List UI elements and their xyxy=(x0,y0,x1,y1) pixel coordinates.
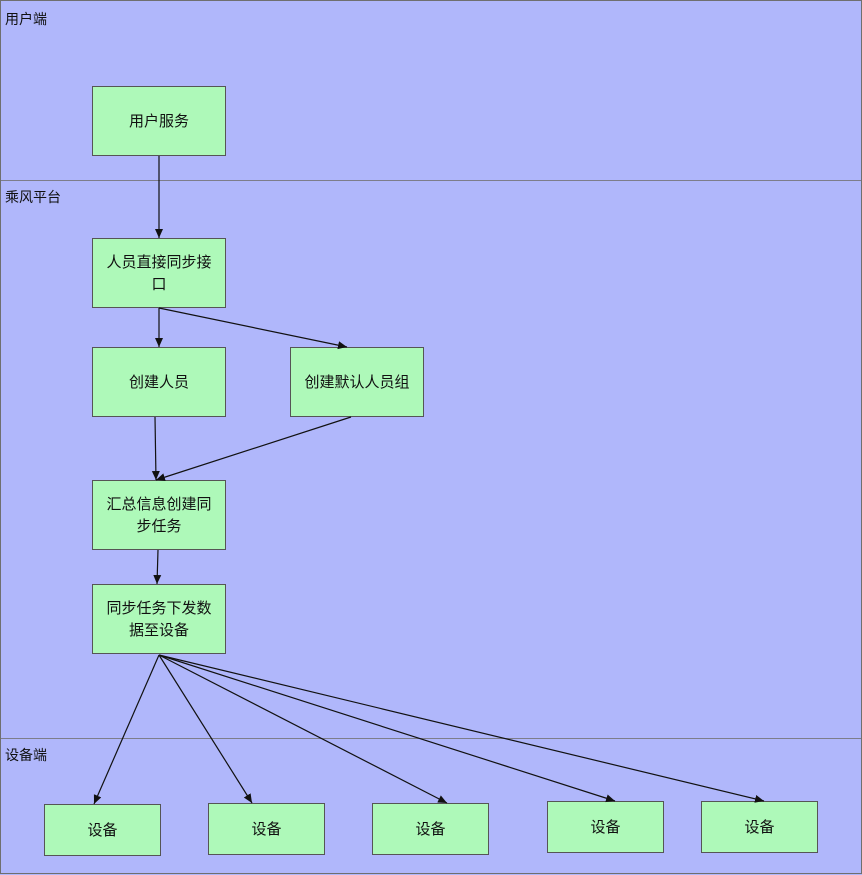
node-label: 设备 xyxy=(415,820,446,838)
node-dispatch-task[interactable]: 同步任务下发数据至设备 xyxy=(92,584,226,654)
node-label: 创建默认人员组 xyxy=(304,373,410,391)
node-summarize-task[interactable]: 汇总信息创建同步任务 xyxy=(92,480,226,550)
node-label: 设备 xyxy=(744,818,775,836)
node-label: 同步任务下发数据至设备 xyxy=(106,599,212,639)
node-label: 设备 xyxy=(590,818,621,836)
node-label: 汇总信息创建同步任务 xyxy=(106,495,212,535)
arrow-dispatch_task-to-device_4 xyxy=(158,654,616,803)
node-device-4[interactable]: 设备 xyxy=(547,801,664,853)
lane-label-user: 用户端 xyxy=(5,12,47,28)
node-device-1[interactable]: 设备 xyxy=(44,804,161,856)
node-label: 人员直接同步接口 xyxy=(106,253,212,293)
node-label: 设备 xyxy=(251,820,282,838)
lane-label-platform: 乘风平台 xyxy=(5,190,61,206)
node-sync-api[interactable]: 人员直接同步接口 xyxy=(92,238,226,308)
node-device-2[interactable]: 设备 xyxy=(208,803,325,855)
arrow-dispatch_task-to-device_5 xyxy=(158,654,765,803)
lane-divider-platform-device xyxy=(1,738,861,739)
arrow-dispatch_task-to-device_2 xyxy=(158,654,253,804)
arrow-sync_api-to-create_default_group xyxy=(158,307,348,350)
node-label: 设备 xyxy=(87,821,118,839)
arrow-dispatch_task-to-device_3 xyxy=(158,654,448,804)
arrow-create_default_group-to-summarize_task xyxy=(155,416,352,482)
lane-divider-user-platform xyxy=(1,180,861,181)
lane-label-device: 设备端 xyxy=(5,748,47,764)
node-create-person[interactable]: 创建人员 xyxy=(92,347,226,417)
node-label: 用户服务 xyxy=(128,112,189,130)
node-create-default-group[interactable]: 创建默认人员组 xyxy=(290,347,424,417)
node-device-5[interactable]: 设备 xyxy=(701,801,818,853)
arrow-summarize_task-to-dispatch_task xyxy=(153,549,162,585)
arrow-dispatch_task-to-device_1 xyxy=(93,654,160,805)
node-device-3[interactable]: 设备 xyxy=(372,803,489,855)
arrow-create_person-to-summarize_task xyxy=(151,416,160,481)
node-label: 创建人员 xyxy=(128,373,189,391)
node-user-service[interactable]: 用户服务 xyxy=(92,86,226,156)
